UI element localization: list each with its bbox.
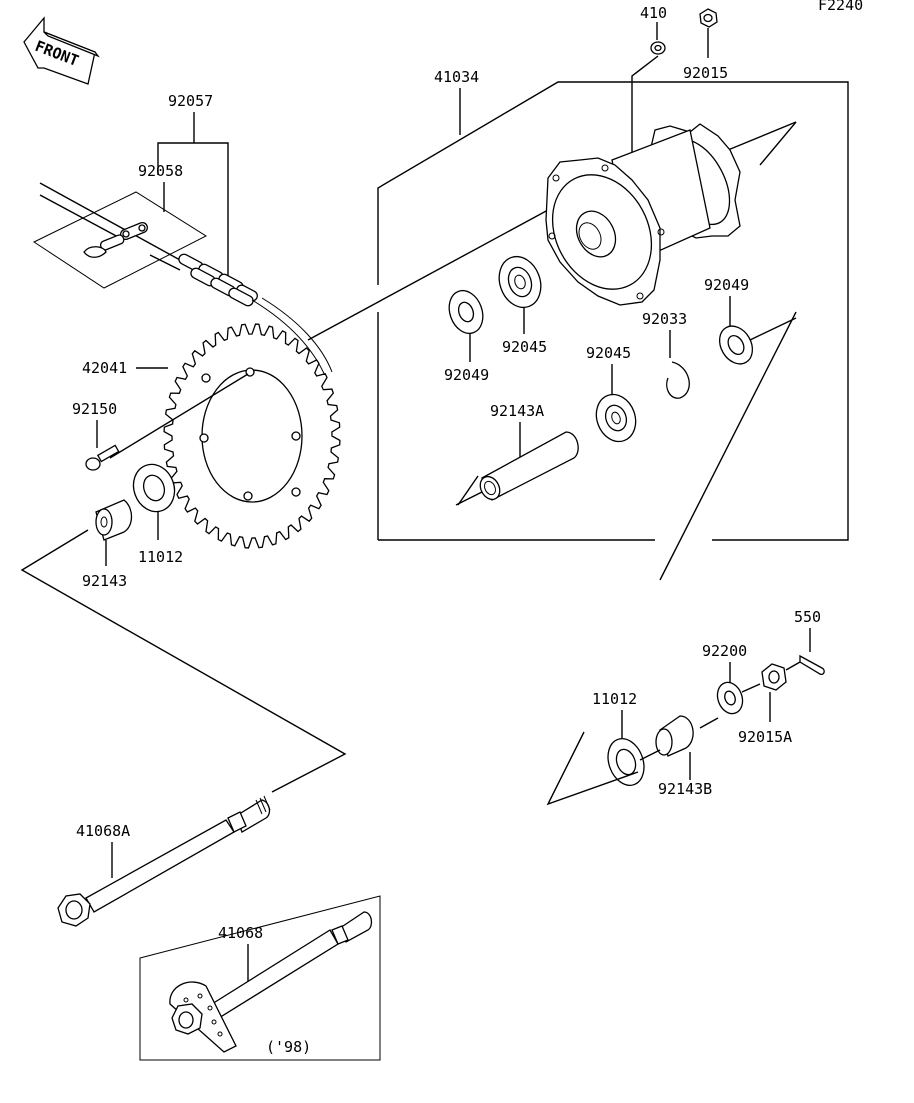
circlip-92033: 92033 <box>642 310 690 399</box>
label-92200: 92200 <box>702 642 747 660</box>
label-92143: 92143 <box>82 572 127 590</box>
nut-92015A: 92015A <box>738 663 792 746</box>
label-11012-left: 11012 <box>138 548 183 566</box>
rear-hub-41034 <box>307 121 797 341</box>
label-41068: 41068 <box>218 924 263 942</box>
hub-assembly-bracket: 41034 <box>377 68 849 541</box>
collar-92143B: 92143B <box>655 715 712 798</box>
diagram-code: F2240 <box>818 0 863 14</box>
right-axle-guide-line <box>546 731 639 806</box>
label-92057: 92057 <box>168 92 213 110</box>
washer-92200: 92200 <box>702 642 747 715</box>
sprocket-bolt-92150: 92150 <box>72 373 249 471</box>
label-92033: 92033 <box>642 310 687 328</box>
axle-41068A: 41068A <box>57 795 271 927</box>
ball-bearing-92045-lower: 92045 <box>586 344 637 443</box>
label-92143B: 92143B <box>658 780 712 798</box>
nut-410: 410 <box>631 4 667 160</box>
label-41034: 41034 <box>434 68 479 86</box>
label-42041: 42041 <box>82 359 127 377</box>
axle-41068-inset: 41068 ('98) <box>139 895 381 1061</box>
label-92049-right: 92049 <box>704 276 749 294</box>
label-550: 550 <box>794 608 821 626</box>
label-11012-right: 11012 <box>592 690 637 708</box>
label-92015A: 92015A <box>738 728 792 746</box>
label-92015: 92015 <box>683 64 728 82</box>
nut-92015: 92015 <box>683 8 728 82</box>
grease-seal-92049-left: 92049 <box>444 289 489 384</box>
oil-seal-11012-right: 11012 <box>592 690 645 786</box>
grease-seal-92049-right: 92049 <box>659 276 797 581</box>
ball-bearing-92045-upper: 92045 <box>498 255 547 356</box>
axle-guide-line <box>20 529 347 793</box>
label-410: 410 <box>640 4 667 22</box>
label-92049-left: 92049 <box>444 366 489 384</box>
label-92045-lower: 92045 <box>586 344 631 362</box>
spacer-92143A: 92143A <box>455 402 579 506</box>
oil-seal-11012: 11012 <box>132 463 183 566</box>
drive-chain-92057: 92057 92058 <box>32 92 333 379</box>
label-92058: 92058 <box>138 162 183 180</box>
label-92045-upper: 92045 <box>502 338 547 356</box>
cotter-pin-550: 550 <box>794 608 825 676</box>
rear-sprocket-42041: 42041 <box>82 323 341 549</box>
label-41068A: 41068A <box>76 822 130 840</box>
collar-92143: 92143 <box>82 499 133 590</box>
label-92150: 92150 <box>72 400 117 418</box>
front-direction-arrow: FRONT <box>23 16 100 85</box>
year-note: ('98) <box>266 1038 311 1056</box>
label-92143A: 92143A <box>490 402 544 420</box>
